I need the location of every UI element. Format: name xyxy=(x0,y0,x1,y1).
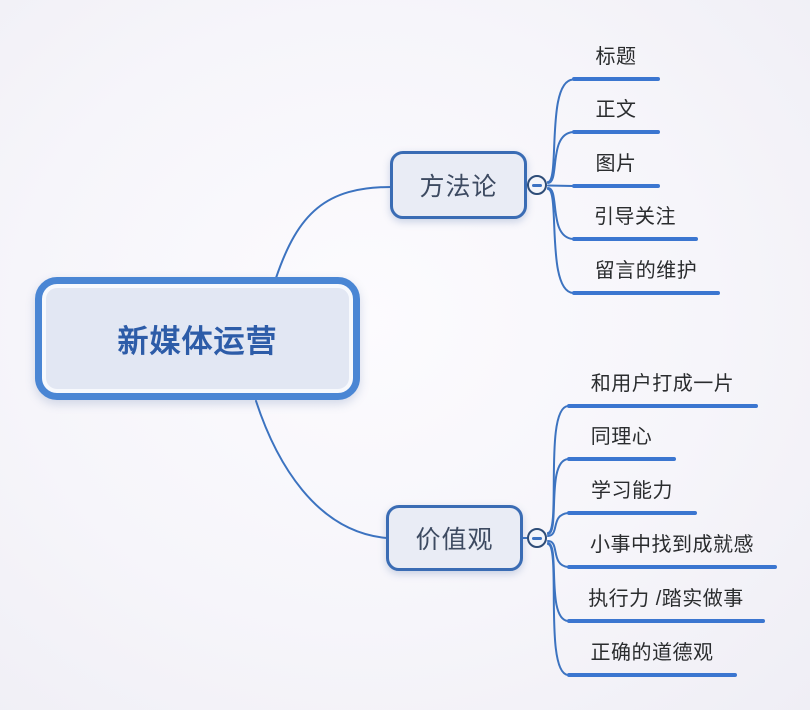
child-topic-node[interactable]: 标题 xyxy=(572,45,660,81)
branch-label: 价值观 xyxy=(415,526,494,554)
topic-underline xyxy=(572,184,660,188)
child-topic-node[interactable]: 正文 xyxy=(572,98,660,134)
child-topic-label: 正确的道德观 xyxy=(590,642,714,664)
child-topic-node[interactable]: 留言的维护 xyxy=(572,259,720,295)
child-topic-label: 正文 xyxy=(595,99,637,121)
topic-underline xyxy=(572,77,660,81)
collapse-button-values[interactable] xyxy=(527,528,547,548)
child-topic-node[interactable]: 图片 xyxy=(572,152,660,188)
child-topic-node[interactable]: 学习能力 xyxy=(567,479,697,515)
child-topic-label: 同理心 xyxy=(590,426,653,448)
child-topic-node[interactable]: 同理心 xyxy=(567,425,676,461)
topic-underline xyxy=(572,237,698,241)
branch-node-values[interactable]: 价值观 xyxy=(386,505,523,571)
child-topic-label: 留言的维护 xyxy=(594,260,698,282)
child-topic-label: 和用户打成一片 xyxy=(590,373,735,395)
child-topic-label: 引导关注 xyxy=(594,206,676,228)
child-topic-label: 执行力 /踏实做事 xyxy=(588,588,744,610)
child-topic-label: 小事中找到成就感 xyxy=(590,534,754,556)
child-topic-node[interactable]: 和用户打成一片 xyxy=(567,372,758,408)
topic-underline xyxy=(567,673,737,677)
branch-node-methodology[interactable]: 方法论 xyxy=(390,151,527,219)
topic-underline xyxy=(572,130,660,134)
child-topic-node[interactable]: 引导关注 xyxy=(572,205,698,241)
curve-root-to-methodology xyxy=(275,186,392,279)
topic-underline xyxy=(567,457,676,461)
topic-underline xyxy=(567,404,758,408)
child-topic-node[interactable]: 小事中找到成就感 xyxy=(567,533,777,569)
topic-underline xyxy=(567,619,765,623)
child-topic-node[interactable]: 执行力 /踏实做事 xyxy=(567,587,765,623)
child-topic-label: 学习能力 xyxy=(591,480,673,502)
branch-label: 方法论 xyxy=(419,173,498,201)
curve-root-to-values xyxy=(255,400,388,539)
child-topic-node[interactable]: 正确的道德观 xyxy=(567,641,737,677)
topic-underline xyxy=(572,291,720,295)
root-topic-label: 新媒体运营 xyxy=(117,324,278,359)
topic-underline xyxy=(567,511,697,515)
child-topic-label: 标题 xyxy=(595,46,637,68)
child-topic-label: 图片 xyxy=(595,153,637,175)
minus-icon xyxy=(532,536,542,540)
topic-underline xyxy=(567,565,777,569)
collapse-button-methodology[interactable] xyxy=(527,175,547,195)
minus-icon xyxy=(532,183,542,187)
root-topic-node[interactable]: 新媒体运营 xyxy=(35,277,360,400)
